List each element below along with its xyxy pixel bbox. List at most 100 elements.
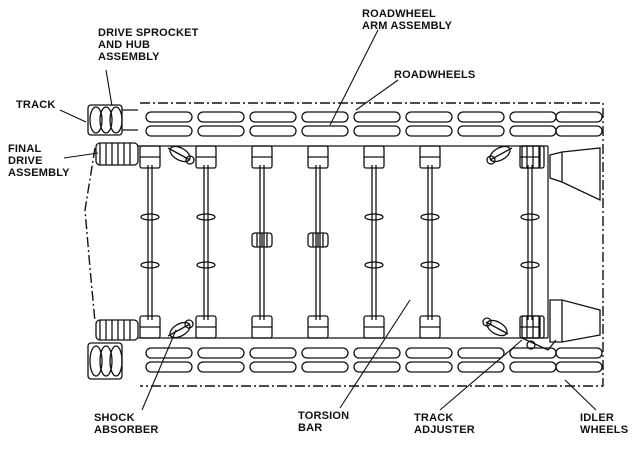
label-torsion-bar: TORSION BAR [298, 410, 349, 434]
label-final-drive: FINAL DRIVE ASSEMBLY [8, 143, 70, 179]
track-block [555, 111, 603, 123]
shock-absorbers [167, 145, 513, 339]
track-block [301, 111, 349, 123]
track-block [145, 347, 193, 359]
leader-final-drive [63, 152, 99, 159]
track-block [249, 347, 297, 359]
track-block [555, 347, 603, 359]
shock-absorber-top-right [486, 145, 513, 165]
torsion-bars [139, 145, 541, 339]
track-block [405, 125, 453, 137]
track-block [555, 361, 603, 373]
track-block [301, 347, 349, 359]
torsion-bar-ring [364, 213, 384, 221]
label-drive-sprocket-line3: ASSEMBLY [98, 51, 160, 63]
leader-drive-sprocket [105, 69, 113, 107]
label-roadwheel-arm-line1: ROADWHEEL [362, 8, 436, 20]
label-roadwheels: ROADWHEELS [394, 69, 475, 81]
track-block [249, 361, 297, 373]
track-block [145, 361, 193, 373]
final-drive-bottom [95, 319, 139, 341]
torsion-bar-ring [520, 213, 540, 221]
drive-sprocket-bottom [87, 342, 123, 380]
track-block [555, 125, 603, 137]
leader-track-adjuster [439, 339, 523, 411]
label-drive-sprocket-line2: AND HUB [98, 39, 151, 51]
label-roadwheel-arm-line2: ARM ASSEMBLY [362, 20, 453, 32]
hull-rails [138, 145, 549, 339]
track-block [353, 111, 401, 123]
track-block [457, 125, 505, 137]
torsion-bar-ring [520, 261, 540, 269]
track-block [405, 111, 453, 123]
track-block [353, 125, 401, 137]
track-block [457, 347, 505, 359]
label-torsion-bar-line1: TORSION [298, 410, 350, 422]
idler-wheels [549, 147, 601, 343]
torsion-bar-ring [196, 213, 216, 221]
leader-track [59, 109, 87, 123]
label-track: TRACK [16, 99, 56, 111]
leader-roadwheel-arm [329, 29, 379, 126]
label-idler-wheels-line2: WHEELS [580, 424, 629, 436]
track-block [301, 361, 349, 373]
torsion-bar-ring [420, 213, 440, 221]
label-torsion-bar-line2: BAR [298, 422, 323, 434]
label-track-adjuster-line1: TRACK [414, 412, 454, 424]
torsion-bar-ring [196, 261, 216, 269]
label-idler-wheels: IDLER WHEELS [580, 412, 628, 436]
shock-absorber-top-left [167, 145, 195, 165]
torsion-bar-ring [140, 261, 160, 269]
track-block [197, 361, 245, 373]
bottom-track [145, 347, 603, 373]
drive-sprocket-top [87, 104, 138, 136]
track-block [145, 125, 193, 137]
track-block [197, 111, 245, 123]
label-roadwheels-line1: ROADWHEELS [394, 69, 476, 81]
track-block [509, 111, 557, 123]
label-shock-absorber-line2: ABSORBER [94, 424, 159, 436]
leader-shock-absorber [141, 329, 177, 411]
track-block [249, 125, 297, 137]
shock-absorber-bottom-left [167, 319, 194, 339]
label-track-line1: TRACK [16, 99, 56, 111]
shock-absorber-bottom-right [482, 317, 509, 337]
track-block [457, 111, 505, 123]
track-block [509, 125, 557, 137]
label-final-drive-line1: FINAL [8, 143, 42, 155]
track-block [249, 111, 297, 123]
hull-outline [84, 102, 604, 387]
torsion-bar-ring [364, 261, 384, 269]
track-block [509, 361, 557, 373]
top-track [145, 111, 603, 137]
leader-idler-wheels [564, 379, 597, 411]
track-block [405, 361, 453, 373]
track-adjuster [521, 145, 557, 351]
track-block [197, 347, 245, 359]
track-block [197, 125, 245, 137]
label-drive-sprocket: DRIVE SPROCKET AND HUB ASSEMBLY [98, 27, 199, 63]
label-idler-wheels-line1: IDLER [580, 412, 614, 424]
label-final-drive-line2: DRIVE [8, 155, 43, 167]
label-roadwheel-arm: ROADWHEEL ARM ASSEMBLY [362, 8, 452, 32]
track-block [145, 111, 193, 123]
label-shock-absorber-line1: SHOCK [94, 412, 135, 424]
track-block [301, 125, 349, 137]
track-block [405, 347, 453, 359]
label-shock-absorber: SHOCK ABSORBER [94, 412, 159, 436]
label-drive-sprocket-line1: DRIVE SPROCKET [98, 27, 199, 39]
track-block [457, 361, 505, 373]
torsion-bar-ring [140, 213, 160, 221]
label-final-drive-line3: ASSEMBLY [8, 167, 70, 179]
label-track-adjuster: TRACK ADJUSTER [414, 412, 475, 436]
track-block [353, 361, 401, 373]
leader-roadwheels [355, 79, 399, 111]
leader-torsion-bar [339, 299, 411, 409]
track-block [353, 347, 401, 359]
leader-lines [59, 29, 597, 411]
label-track-adjuster-line2: ADJUSTER [414, 424, 475, 436]
final-drive-top [95, 142, 139, 166]
torsion-bar-ring [420, 261, 440, 269]
